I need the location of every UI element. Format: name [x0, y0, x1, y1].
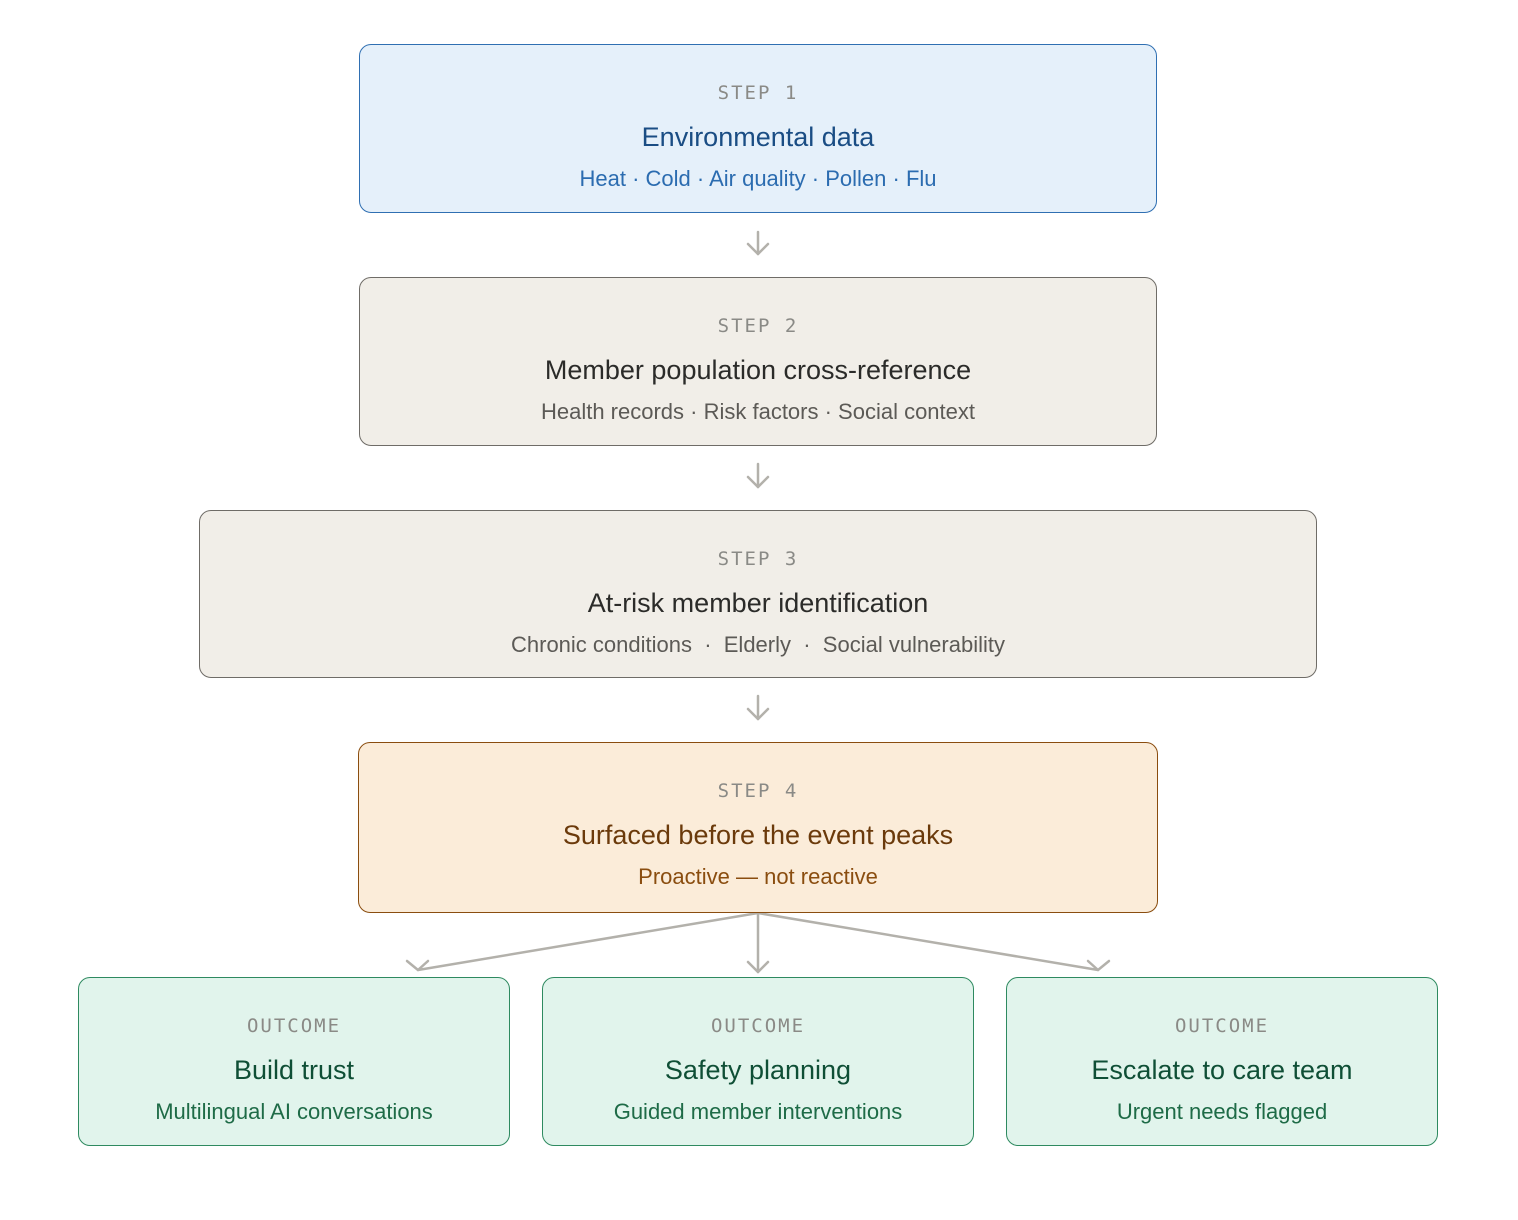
step-label: STEP 1 — [717, 82, 799, 104]
outcome-label: OUTCOME — [1174, 1015, 1270, 1037]
step-label: STEP 4 — [717, 780, 799, 802]
outcome-title: Escalate to care team — [1091, 1055, 1353, 1085]
outcome-box-escalate: OUTCOME Escalate to care team Urgent nee… — [1006, 977, 1438, 1146]
step-title: At-risk member identification — [587, 588, 929, 618]
arrow-step4-outcome2 — [746, 911, 770, 974]
outcome-title: Safety planning — [664, 1055, 852, 1085]
step-label: STEP 2 — [717, 315, 799, 337]
arrow-step4-outcome3 — [756, 911, 1111, 972]
step-label: STEP 3 — [717, 548, 799, 570]
outcome-subtitle: Guided member interventions — [613, 1099, 903, 1124]
step-title: Member population cross-reference — [544, 355, 972, 385]
step-subtitle: Heat · Cold · Air quality · Pollen · Flu — [579, 166, 937, 191]
step-3-box: STEP 3 At-risk member identification Chr… — [199, 510, 1317, 678]
step-subtitle: Chronic conditions · Elderly · Social vu… — [511, 632, 1005, 657]
step-2-box: STEP 2 Member population cross-reference… — [359, 277, 1157, 446]
outcome-box-build-trust: OUTCOME Build trust Multilingual AI conv… — [78, 977, 510, 1146]
step-subtitle: Proactive — not reactive — [638, 864, 878, 889]
arrow-step2-step3 — [746, 462, 770, 489]
step-subtitle: Health records · Risk factors · Social c… — [540, 399, 976, 424]
arrow-step3-step4 — [746, 694, 770, 721]
outcome-subtitle: Urgent needs flagged — [1116, 1099, 1328, 1124]
step-title: Surfaced before the event peaks — [562, 820, 954, 850]
outcome-title: Build trust — [233, 1055, 355, 1085]
step-1-box: STEP 1 Environmental data Heat · Cold · … — [359, 44, 1157, 213]
step-4-box: STEP 4 Surfaced before the event peaks P… — [358, 742, 1158, 913]
arrow-step4-outcome1 — [405, 911, 760, 972]
step-title: Environmental data — [641, 122, 875, 152]
outcome-box-safety-planning: OUTCOME Safety planning Guided member in… — [542, 977, 974, 1146]
outcome-label: OUTCOME — [710, 1015, 806, 1037]
outcome-label: OUTCOME — [246, 1015, 342, 1037]
arrow-step1-step2 — [746, 230, 770, 256]
outcome-subtitle: Multilingual AI conversations — [155, 1099, 433, 1124]
